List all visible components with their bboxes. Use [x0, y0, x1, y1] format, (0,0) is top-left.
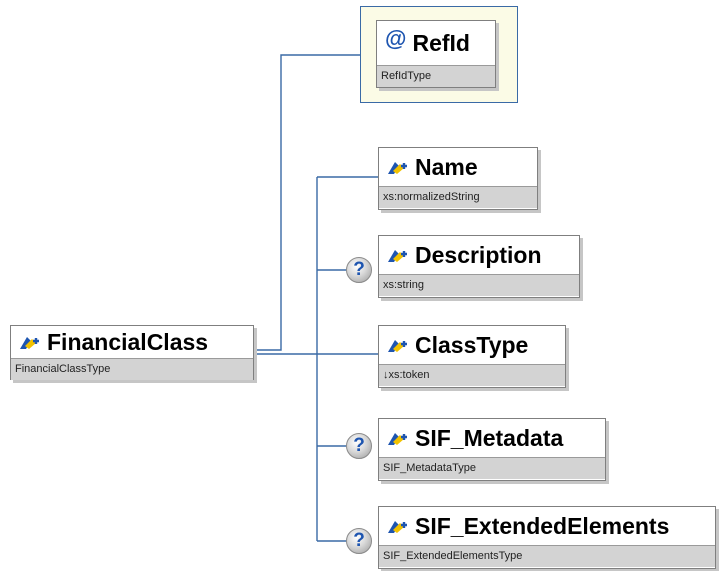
child-name: SIF_Metadata: [415, 424, 564, 451]
child-type: SIF_ExtendedElementsType: [379, 545, 715, 567]
child-type: xs:normalizedString: [379, 186, 537, 208]
element-icon: [19, 329, 41, 356]
optional-marker: ?: [346, 257, 372, 283]
child-element-description[interactable]: Description xs:string: [378, 235, 580, 298]
child-type: xs:string: [379, 274, 579, 296]
root-element-name: FinancialClass: [47, 328, 209, 355]
child-name: SIF_ExtendedElements: [415, 512, 670, 539]
child-title: SIF_Metadata: [379, 419, 605, 457]
attribute-name: RefId: [412, 29, 470, 56]
child-type: SIF_MetadataType: [379, 457, 605, 479]
attribute-type: RefIdType: [377, 65, 495, 87]
element-icon: [387, 154, 409, 181]
child-title: Description: [379, 236, 579, 274]
child-title: SIF_ExtendedElements: [379, 507, 715, 545]
root-element-title: FinancialClass: [11, 326, 253, 358]
child-name: ClassType: [415, 331, 529, 358]
attribute-title: @ RefId: [377, 21, 495, 65]
child-element-sif-extendedelements[interactable]: SIF_ExtendedElements SIF_ExtendedElement…: [378, 506, 716, 569]
child-title: Name: [379, 148, 537, 186]
child-title: ClassType: [379, 326, 565, 364]
element-icon: [387, 425, 409, 452]
child-type: ↓xs:token: [379, 364, 565, 386]
element-icon: [387, 242, 409, 269]
root-element-type: FinancialClassType: [11, 358, 253, 380]
connector-attribute: [254, 54, 360, 351]
at-icon: @: [385, 26, 407, 51]
child-element-name[interactable]: Name xs:normalizedString: [378, 147, 538, 210]
attribute-node-refid[interactable]: @ RefId RefIdType: [376, 20, 496, 88]
optional-marker: ?: [346, 528, 372, 554]
child-name: Name: [415, 153, 478, 180]
child-name: Description: [415, 241, 542, 268]
optional-marker: ?: [346, 433, 372, 459]
child-element-classtype[interactable]: ClassType ↓xs:token: [378, 325, 566, 388]
root-element-node[interactable]: FinancialClass FinancialClassType: [10, 325, 254, 380]
element-icon: [387, 332, 409, 359]
child-element-sif-metadata[interactable]: SIF_Metadata SIF_MetadataType: [378, 418, 606, 481]
element-icon: [387, 513, 409, 540]
